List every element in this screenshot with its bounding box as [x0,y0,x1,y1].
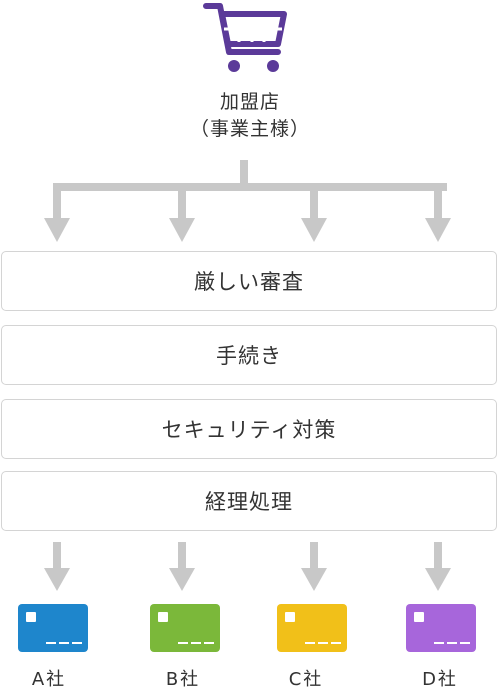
merchant-title: 加盟店 [219,91,280,113]
arrow-down-icon [425,568,451,591]
company-label-d: D社 [422,669,458,690]
trunk-line [240,160,248,190]
arrow-down-icon [169,218,195,242]
step-label: 厳しい審査 [194,270,304,294]
arrow-down-icon [44,218,70,242]
company-label-c: C社 [288,669,324,690]
step-box-procedures: 手続き [1,325,497,385]
shopping-cart-icon [203,3,287,72]
credit-card-icon [406,604,476,652]
step-label: 経理処理 [205,490,293,514]
credit-card-icon [18,604,88,652]
step-box-accounting: 経理処理 [1,471,497,531]
company-label-b: B社 [165,669,201,690]
step-box-screening: 厳しい審査 [1,251,497,311]
credit-card-icon [150,604,220,652]
company-label-a: A社 [31,669,67,690]
arrow-down-icon [301,568,327,591]
step-box-security: セキュリティ対策 [1,399,497,459]
credit-card-icon [277,604,347,652]
arrow-down-icon [169,568,195,591]
arrow-down-icon [425,218,451,242]
branch-bar [53,183,447,191]
step-label: 手続き [216,344,282,368]
merchant-subtitle: （事業主様） [189,118,310,140]
arrow-down-icon [44,568,70,591]
arrow-down-icon [301,218,327,242]
step-label: セキュリティ対策 [161,418,337,442]
